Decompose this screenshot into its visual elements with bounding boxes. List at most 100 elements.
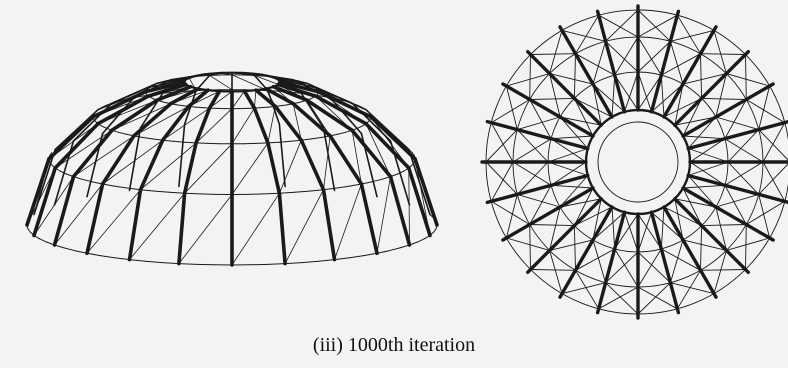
dome-brace [624, 211, 639, 253]
dome-ring [154, 190, 170, 193]
dome-brace [306, 99, 331, 137]
dome-brace [745, 99, 786, 124]
dome-rib [25, 157, 51, 227]
dome-brace [530, 53, 576, 55]
dome-rib [321, 187, 337, 262]
dome-brace [758, 163, 788, 195]
dome-brace [253, 75, 302, 94]
dome-brace [687, 175, 717, 208]
dome-rib [267, 89, 281, 126]
dome-perspective-view [25, 71, 439, 267]
dome-brace [674, 83, 684, 126]
dome-brace [529, 184, 552, 225]
dome-rib [266, 141, 282, 196]
dome-ring [263, 192, 280, 195]
dome-brace [605, 9, 639, 42]
dome-rib [127, 187, 143, 262]
dome-rib [71, 128, 114, 179]
dome-rib [501, 186, 595, 242]
dome-rib [160, 104, 191, 142]
dome-rib [322, 127, 336, 192]
dome-brace [614, 36, 639, 76]
dome-brace [725, 237, 771, 251]
dome-rib [501, 82, 595, 138]
dome-rib [195, 74, 211, 92]
dome-brace [184, 143, 233, 194]
dome-brace [598, 286, 639, 310]
dome-brace [33, 176, 74, 236]
dome-brace [614, 74, 639, 111]
dome-brace [669, 282, 715, 295]
dome-brace [140, 142, 197, 191]
dome-rib [139, 92, 164, 129]
dome-brace [682, 239, 727, 251]
dome-rib [273, 104, 304, 142]
dome-rib [47, 114, 96, 161]
dome-brace [575, 269, 600, 310]
dome-brace [516, 129, 549, 163]
dome-brace [505, 193, 518, 239]
dome-ring [308, 189, 324, 192]
dome-rib [558, 25, 614, 119]
dome-brace [676, 269, 701, 310]
dome-brace [676, 14, 701, 55]
dome-brace [575, 14, 600, 55]
dome-brace [231, 90, 245, 109]
dome-rib [54, 108, 99, 151]
dome-brace [547, 161, 589, 176]
dome-brace [529, 54, 531, 100]
dome-brace [637, 36, 662, 76]
dome-rib [208, 72, 221, 77]
dome-brace [86, 189, 141, 254]
dome-rib [300, 92, 325, 129]
dome-brace [637, 286, 678, 310]
dome-brace [573, 97, 613, 118]
dome-ring [178, 263, 197, 265]
dome-rib [360, 132, 378, 198]
dome-rib [33, 148, 57, 216]
dome-brace [758, 193, 771, 239]
dome-brace [549, 206, 561, 251]
dome-brace [663, 97, 703, 118]
dome-brace [505, 85, 518, 131]
dome-ring [411, 152, 415, 157]
dome-rib [194, 106, 212, 145]
dome-rib [72, 102, 113, 142]
dome-brace [605, 282, 639, 315]
dome-brace [701, 224, 747, 227]
dome-brace [278, 139, 302, 194]
dome-brace [637, 14, 678, 38]
dome-brace [637, 248, 662, 288]
dome-brace [624, 71, 639, 113]
dome-brace [724, 161, 764, 186]
dome-brace [592, 198, 602, 241]
dome-rib [253, 74, 269, 92]
dome-brace [231, 192, 280, 266]
dome-brace [73, 135, 135, 178]
dome-brace [637, 251, 671, 284]
dome-ring [357, 125, 363, 129]
dome-ring [168, 191, 186, 194]
dome-brace [651, 83, 684, 113]
dome-brace [651, 211, 684, 241]
dome-brace [674, 116, 717, 126]
dome-rib [686, 120, 788, 151]
dome-ring [363, 252, 378, 257]
dome-brace [549, 239, 594, 251]
dome-brace [573, 53, 576, 99]
dome-ring [59, 170, 67, 175]
dome-brace [663, 206, 703, 227]
dome-brace [559, 116, 589, 149]
dome-ring [102, 183, 115, 187]
dome-ring [261, 106, 270, 109]
dome-rib [53, 140, 75, 206]
dome-brace [512, 161, 552, 186]
dome-brace [745, 200, 786, 225]
dome-brace [687, 116, 717, 149]
dome-brace [727, 161, 760, 195]
dome-ring [184, 192, 201, 195]
dome-brace [550, 161, 587, 186]
dome-ring [349, 255, 365, 259]
dome-ring [113, 257, 130, 261]
